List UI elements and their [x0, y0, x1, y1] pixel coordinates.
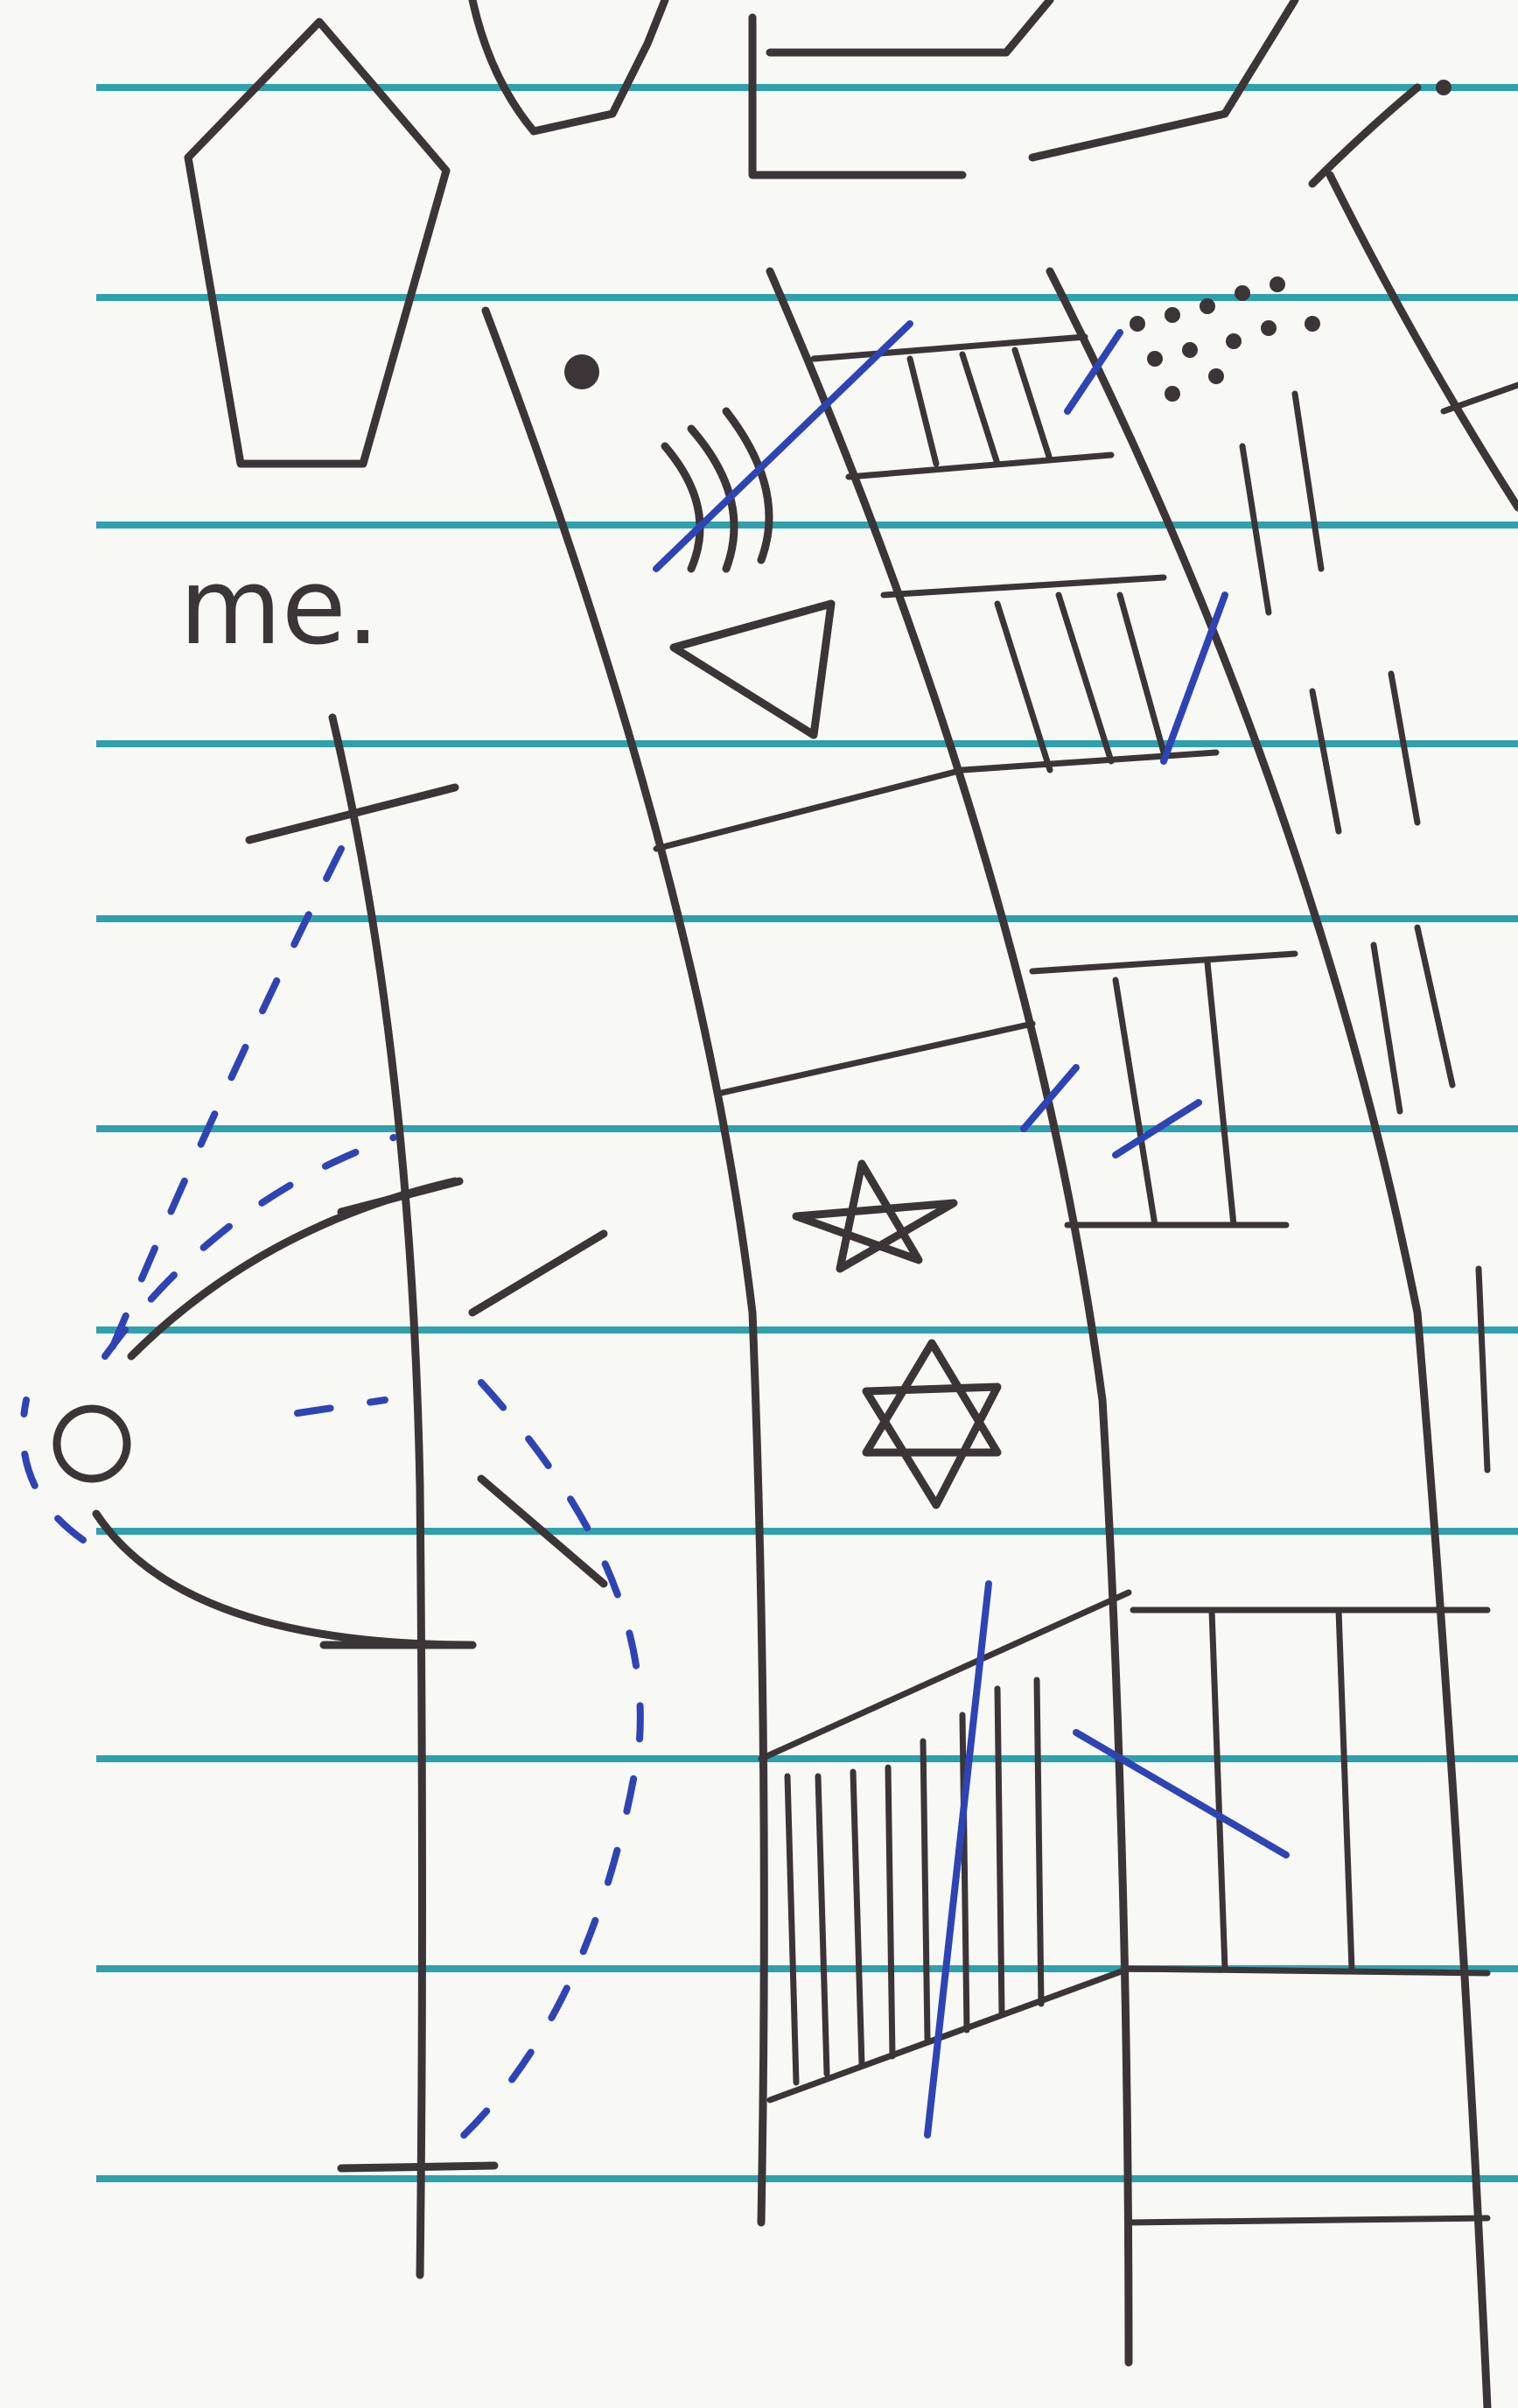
ruled-lines [96, 88, 1518, 2179]
observer-circle [57, 1409, 127, 1479]
triangle-symbol [674, 604, 831, 735]
dot-cluster [564, 80, 1452, 402]
top-partial-shapes [472, 0, 1417, 184]
blue-dashed-paths [23, 849, 640, 2144]
left-timeline [96, 718, 604, 2275]
star-symbol [796, 1164, 954, 1269]
road-symbols [665, 411, 997, 1505]
right-hatch-strokes [1242, 385, 1518, 1470]
blue-strokes [656, 324, 1286, 2135]
me-label: me. [179, 547, 380, 668]
hexagram-symbol [866, 1343, 997, 1505]
main-road [486, 175, 1518, 2408]
